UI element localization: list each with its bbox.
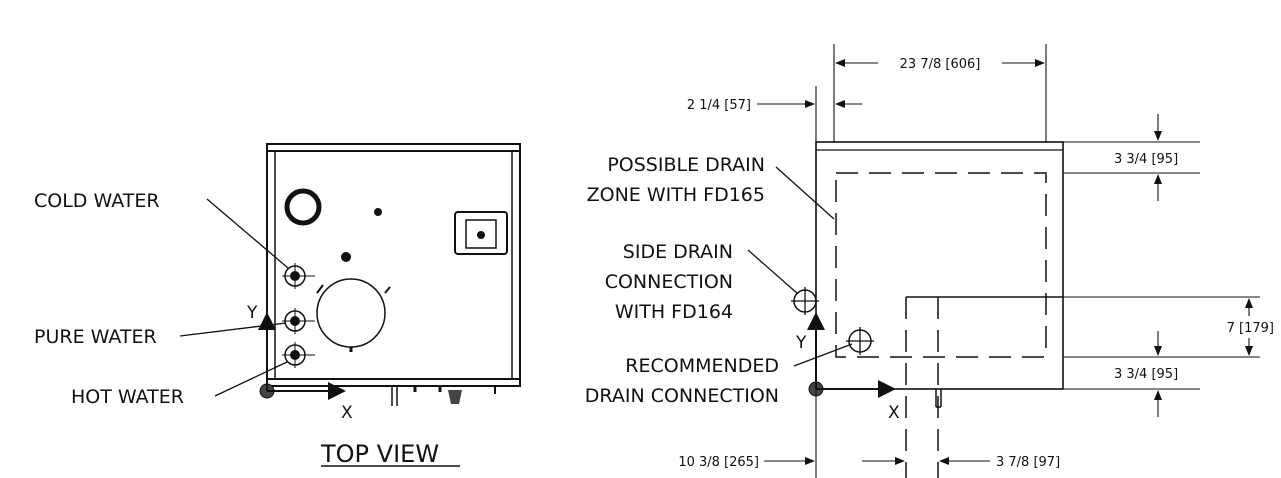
bottom-fittings bbox=[391, 386, 496, 406]
top-view-x-axis-label: X bbox=[341, 403, 353, 423]
possible-drain-label-2: ZONE WITH FD165 bbox=[587, 184, 765, 206]
recommended-label-1: RECOMMENDED bbox=[625, 355, 779, 377]
pump-shaft bbox=[477, 231, 485, 239]
top-view-y-axis-label: Y bbox=[246, 303, 258, 323]
reservoir-tank bbox=[316, 278, 386, 348]
dim-vertical-height: 7 [179] bbox=[1227, 321, 1274, 336]
top-view-text: COLD WATER PURE WATER HOT WATER Y X TOP … bbox=[34, 190, 439, 468]
drain-view bbox=[747, 141, 1064, 478]
hot-water-label: HOT WATER bbox=[71, 386, 184, 408]
drain-view-text: POSSIBLE DRAIN ZONE WITH FD165 SIDE DRAI… bbox=[585, 57, 1274, 470]
top-view bbox=[179, 143, 521, 467]
small-dot-2 bbox=[341, 252, 351, 262]
drain-dimensions bbox=[757, 44, 1260, 478]
top-view-outer-frame bbox=[266, 143, 521, 387]
side-drain-symbol bbox=[791, 287, 819, 315]
top-view-title: TOP VIEW bbox=[320, 440, 439, 468]
small-dot bbox=[374, 208, 382, 216]
pure-water-label: PURE WATER bbox=[34, 326, 157, 348]
pure-water-leader bbox=[179, 322, 287, 337]
dim-recommended-x: 10 3/8 [265] bbox=[678, 455, 759, 470]
pump-box bbox=[454, 211, 508, 255]
drain-view-x-axis-label: X bbox=[888, 403, 900, 423]
dim-left-offset: 2 1/4 [57] bbox=[687, 98, 751, 113]
possible-drain-label-1: POSSIBLE DRAIN bbox=[607, 154, 765, 176]
dim-overall-width: 23 7/8 [606] bbox=[900, 57, 981, 72]
pure-water-port bbox=[282, 308, 315, 334]
dim-recommended-width: 3 7/8 [97] bbox=[996, 455, 1060, 470]
hot-water-port bbox=[282, 342, 315, 368]
drain-view-y-axis-label: Y bbox=[795, 333, 807, 353]
side-drain-label-2: CONNECTION bbox=[605, 271, 733, 293]
recommended-drain-leader bbox=[793, 343, 853, 367]
tank-fitting bbox=[316, 284, 324, 294]
drain-fitting bbox=[935, 389, 942, 408]
large-port-circle bbox=[284, 188, 322, 226]
hot-water-leader bbox=[214, 361, 288, 397]
side-drain-label-1: SIDE DRAIN bbox=[623, 241, 733, 263]
drain-view-origin bbox=[807, 312, 896, 398]
drain-view-outline bbox=[815, 141, 1064, 390]
cold-water-label: COLD WATER bbox=[34, 190, 160, 212]
cold-water-port bbox=[282, 263, 315, 289]
cold-water-leader bbox=[206, 198, 289, 269]
pump-inner bbox=[465, 219, 497, 249]
side-drain-leader bbox=[747, 249, 799, 295]
dim-top-offset: 3 3/4 [95] bbox=[1114, 152, 1178, 167]
tank-fitting bbox=[384, 286, 391, 294]
dim-bottom-offset: 3 3/4 [95] bbox=[1114, 367, 1178, 382]
recommended-label-2: DRAIN CONNECTION bbox=[585, 385, 779, 407]
possible-drain-leader bbox=[775, 166, 835, 220]
side-drain-label-3: WITH FD164 bbox=[615, 301, 733, 323]
recommended-drain-symbol bbox=[846, 327, 874, 355]
possible-drain-zone bbox=[835, 172, 1047, 358]
